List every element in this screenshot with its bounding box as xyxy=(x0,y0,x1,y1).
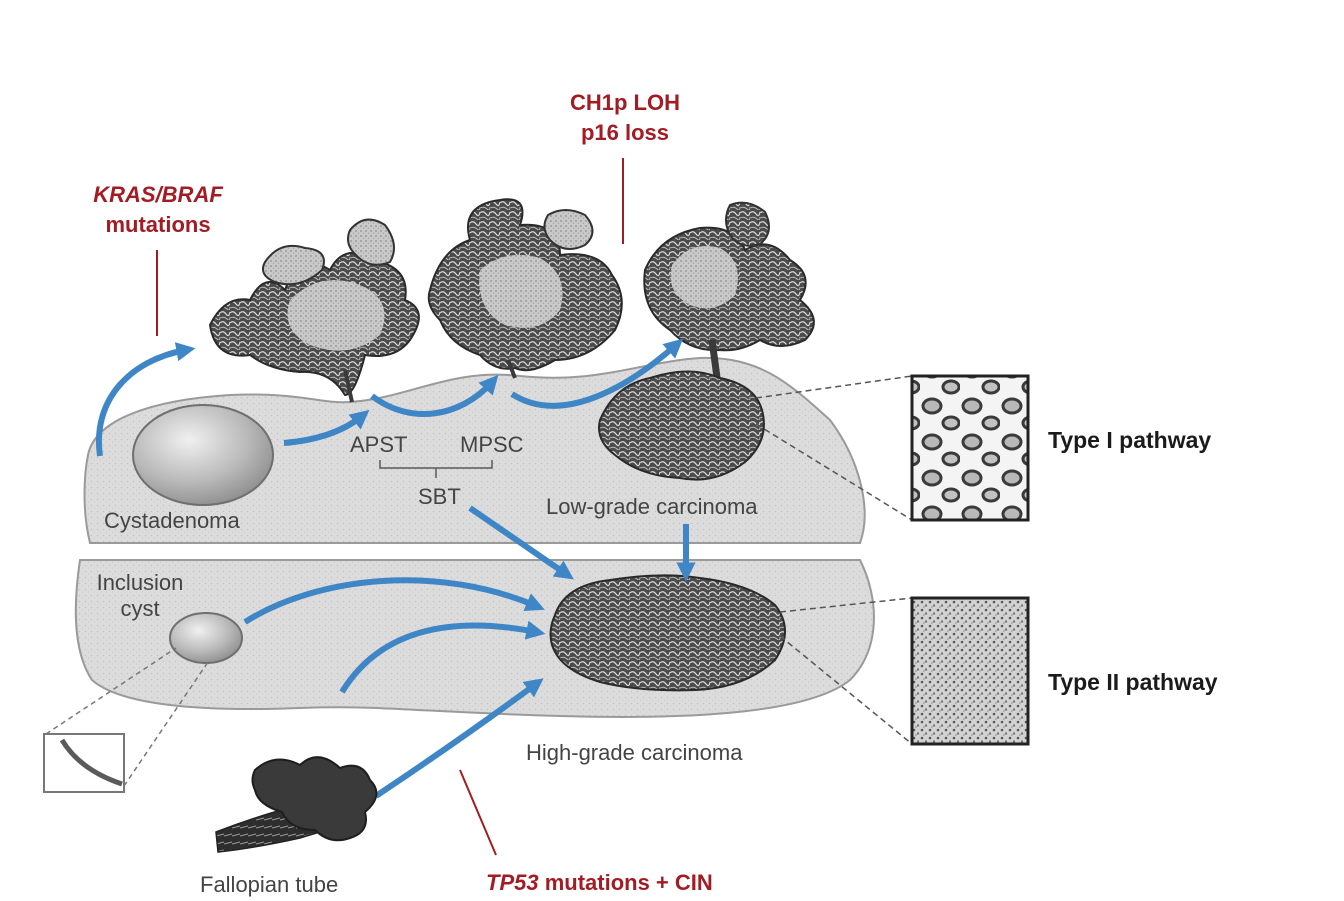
apst-label: APST xyxy=(350,432,408,457)
cystadenoma-cyst-icon xyxy=(132,404,274,506)
arrow-icon xyxy=(510,338,684,409)
type1-histology-inset-icon xyxy=(755,374,1030,522)
tp53-gene: TP53 xyxy=(486,870,539,895)
cyst-wall-inset-icon xyxy=(43,647,209,793)
tp53-pointer-line xyxy=(459,769,497,856)
type2-pathway-label: Type II pathway xyxy=(1048,669,1218,695)
sbt-label: SBT xyxy=(418,484,461,509)
tp53-mutations-label: TP53 mutations + CIN xyxy=(486,870,713,896)
cystadenoma-label: Cystadenoma xyxy=(104,508,240,533)
mpsc-label: MPSC xyxy=(460,432,524,457)
arrow-icon xyxy=(374,678,544,799)
arrow-icon xyxy=(243,577,545,625)
ch1p-line1: CH1p LOH xyxy=(570,90,680,115)
ch1p-loh-label: CH1p LOH p16 loss xyxy=(540,88,710,148)
low-grade-carcinoma-label: Low-grade carcinoma xyxy=(546,494,758,519)
kras-braf-gene: KRAS/BRAF xyxy=(93,182,223,207)
low-grade-tumor-cluster-icon xyxy=(598,201,815,481)
mpsc-tumor-cluster-icon xyxy=(427,198,623,379)
type2-histology-inset-icon xyxy=(779,596,1030,746)
fallopian-tube-icon xyxy=(215,756,378,853)
inclusion-cyst-icon xyxy=(169,612,243,664)
inclusion-cyst-label: Inclusion cyst xyxy=(92,570,188,622)
high-grade-carcinoma-label: High-grade carcinoma xyxy=(526,740,743,765)
progression-arrows xyxy=(95,338,696,799)
sbt-bracket xyxy=(379,460,493,478)
apst-tumor-cluster-icon xyxy=(208,218,420,403)
arrow-icon xyxy=(95,342,196,457)
arrow-icon xyxy=(339,620,546,694)
high-grade-carcinoma-mass-icon xyxy=(549,574,786,692)
type1-pathway-label: Type I pathway xyxy=(1048,427,1212,453)
inclusion-line1: Inclusion xyxy=(96,570,184,595)
inclusion-line2: cyst xyxy=(120,596,160,621)
kras-braf-suffix: mutations xyxy=(105,212,211,237)
ch1p-line2: p16 loss xyxy=(580,120,670,145)
kras-braf-mutations-label: KRAS/BRAF mutations xyxy=(70,180,246,240)
tp53-suffix: mutations + CIN xyxy=(538,870,713,895)
arrow-icon xyxy=(468,505,574,580)
arrow-icon xyxy=(283,409,370,446)
arrow-icon xyxy=(370,374,499,417)
fallopian-tube-label: Fallopian tube xyxy=(200,872,339,897)
